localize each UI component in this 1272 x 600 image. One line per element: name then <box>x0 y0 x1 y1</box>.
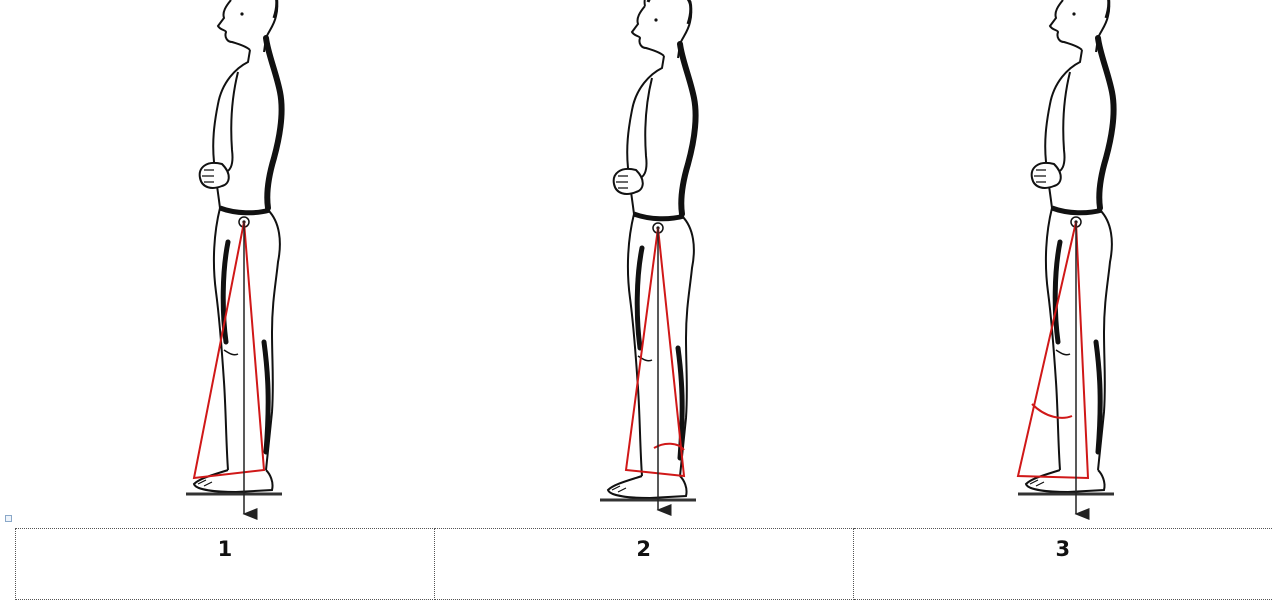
figure-3-standing-man <box>1018 0 1114 514</box>
table-cell-3: 3 <box>853 529 1272 600</box>
table-cell-2: 2 <box>434 529 853 600</box>
caption-table: 1 2 3 <box>15 528 1272 600</box>
table-move-handle-icon[interactable] <box>5 515 12 522</box>
posture-figures <box>0 0 1272 530</box>
table-cell-1: 1 <box>16 529 435 600</box>
figure-2-standing-man <box>600 0 696 510</box>
figure-1-standing-man <box>186 0 282 514</box>
table-row: 1 2 3 <box>16 529 1272 600</box>
